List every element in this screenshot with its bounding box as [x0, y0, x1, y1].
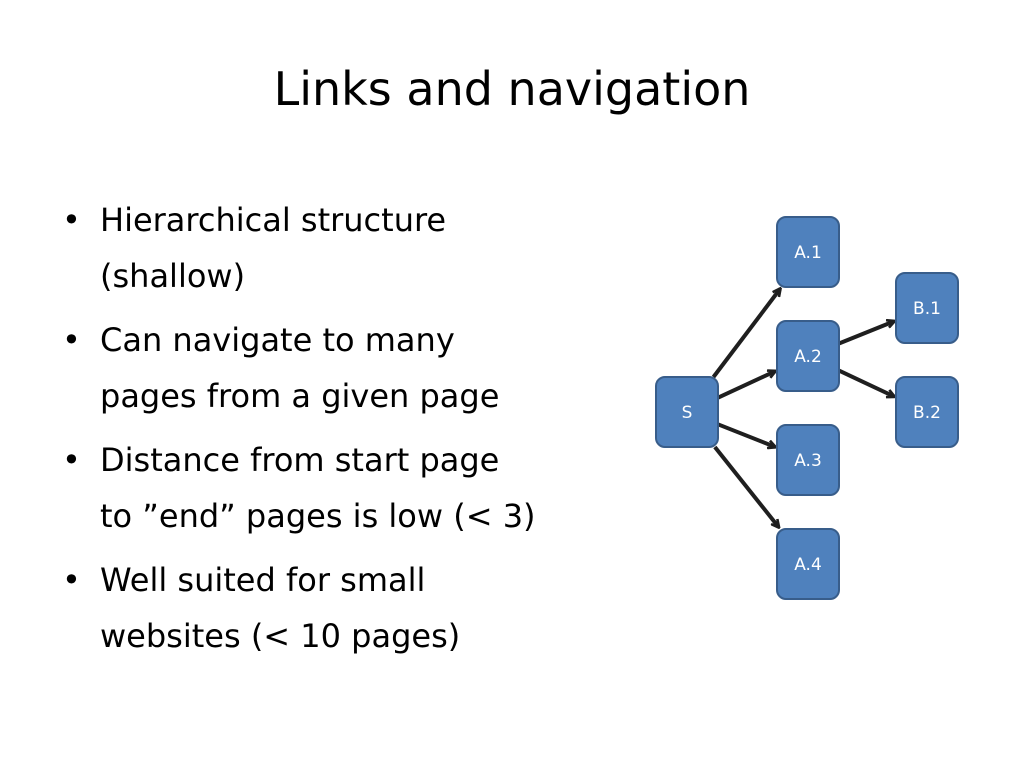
bullet-marker: •: [62, 201, 81, 239]
bullet-text-line: (shallow): [100, 257, 246, 295]
bullet-marker: •: [62, 321, 81, 359]
node-A3: A.3: [776, 424, 840, 496]
bullet-text-line: websites (< 10 pages): [100, 617, 461, 655]
edge-layer: [711, 289, 894, 527]
node-label: A.2: [794, 347, 822, 367]
arrow-S-to-A3: [717, 422, 775, 447]
bullet-text-line: Can navigate to many: [100, 321, 455, 359]
node-box: [655, 376, 719, 448]
bullet-item: • Distance from start page to ”end” page…: [62, 432, 622, 544]
node-label: A.4: [794, 555, 822, 575]
node-box: [776, 320, 840, 392]
bullet-text-line: pages from a given page: [100, 377, 500, 415]
arrow-S-to-A2: [717, 371, 775, 400]
bullet-marker: •: [62, 441, 81, 479]
bullet-text-line: Well suited for small: [100, 561, 426, 599]
bullet-list: • Hierarchical structure (shallow) • Can…: [62, 192, 622, 672]
node-label: B.2: [913, 403, 941, 423]
arrow-S-to-A4: [713, 445, 779, 527]
node-box: [895, 272, 959, 344]
bullet-text-line: to ”end” pages is low (< 3): [100, 497, 536, 535]
node-label: A.3: [794, 451, 822, 471]
node-label: B.1: [913, 299, 941, 319]
node-box: [776, 216, 840, 288]
node-A1: A.1: [776, 216, 840, 288]
arrow-S-to-A1: [711, 289, 780, 379]
bullet-item: • Can navigate to many pages from a give…: [62, 312, 622, 424]
arrow-A2-to-B2: [838, 368, 894, 397]
bullet-item: • Well suited for small websites (< 10 p…: [62, 552, 622, 664]
node-A2: A.2: [776, 320, 840, 392]
node-label: A.1: [794, 243, 822, 263]
bullet-text-line: Distance from start page: [100, 441, 500, 479]
node-B2: B.2: [895, 376, 959, 448]
node-box: [776, 528, 840, 600]
arrow-A2-to-B1: [838, 321, 894, 346]
bullet-text-line: Hierarchical structure: [100, 201, 447, 239]
node-label: S: [682, 403, 693, 423]
node-box: [895, 376, 959, 448]
bullet-item: • Hierarchical structure (shallow): [62, 192, 622, 304]
node-layer: S A.1A.2A.3A.4 B.1B.2: [655, 216, 959, 600]
slide-title: Links and navigation: [273, 62, 751, 116]
node-S: S: [655, 376, 719, 448]
node-box: [776, 424, 840, 496]
node-A4: A.4: [776, 528, 840, 600]
bullet-marker: •: [62, 561, 81, 599]
node-B1: B.1: [895, 272, 959, 344]
